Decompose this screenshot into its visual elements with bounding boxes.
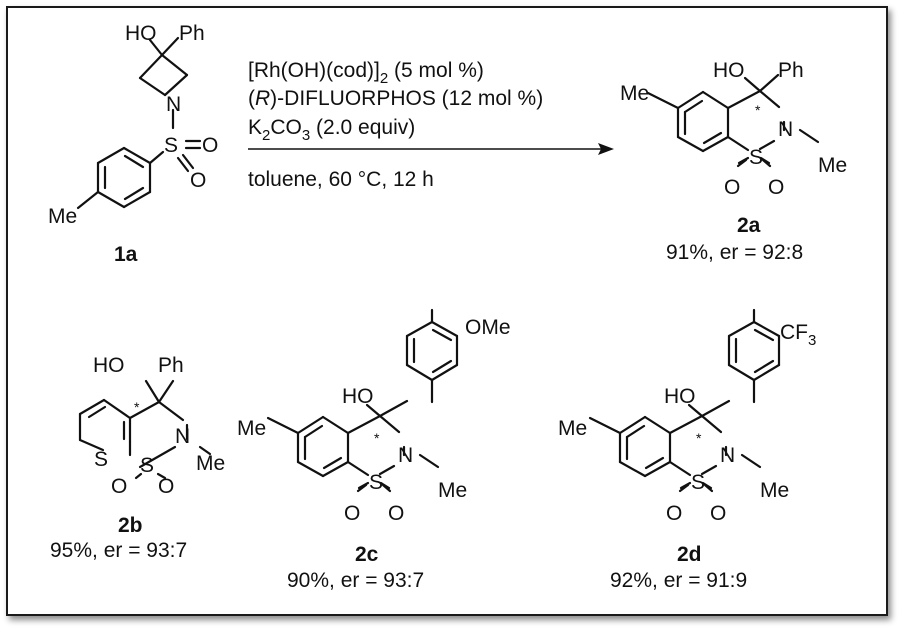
methyl-label: Me	[48, 205, 77, 228]
compound-id-2a: 2a	[737, 214, 761, 237]
oxygen-label: O	[724, 176, 740, 199]
methyl-label: Me	[438, 479, 467, 502]
ligand-line: (R)-DIFLUORPHOS (12 mol %)	[248, 87, 543, 110]
sulfur-label: S	[140, 454, 154, 477]
hydroxyl-label: HO	[93, 354, 125, 377]
reaction-conditions: [Rh(OH)(cod)]2 (5 mol %) (R)-DIFLUORPHOS…	[248, 59, 614, 191]
conditions-line: toluene, 60 °C, 12 h	[248, 168, 434, 191]
compound-result-2a: 91%, er = 92:8	[666, 241, 803, 264]
compound-2b-structure: HO Ph * S N S Me O O	[78, 354, 225, 498]
compound-id-2b: 2b	[118, 514, 143, 537]
base-line: K2CO3 (2.0 equiv)	[248, 116, 415, 144]
methyl-label: Me	[818, 154, 847, 177]
oxygen-label: O	[344, 502, 360, 525]
scheme-frame	[6, 6, 888, 616]
sulfur-label: S	[749, 146, 763, 169]
nitrogen-label: N	[166, 93, 181, 116]
compound-2d-structure: Me HO CF3 * N S Me O O	[558, 308, 816, 525]
sulfur-label: S	[369, 471, 383, 494]
compound-id-2d: 2d	[677, 543, 702, 566]
nitrogen-label: N	[778, 118, 793, 141]
compound-id-1a: 1a	[114, 243, 138, 266]
methyl-label: Me	[620, 82, 649, 105]
sulfur-label: S	[691, 471, 705, 494]
phenyl-label: Ph	[179, 22, 205, 45]
methyl-label: Me	[237, 417, 266, 440]
stereocenter-marker: *	[134, 399, 140, 415]
reaction-arrow-head	[598, 143, 614, 155]
phenyl-label: Ph	[778, 59, 804, 82]
methyl-label: Me	[760, 479, 789, 502]
methyl-label: Me	[558, 417, 587, 440]
methyl-label: Me	[196, 452, 225, 475]
hydroxyl-label: HO	[125, 22, 157, 45]
oxygen-label: O	[768, 176, 784, 199]
oxygen-label: O	[710, 502, 726, 525]
hydroxyl-label: HO	[664, 385, 696, 408]
stereocenter-marker: *	[374, 430, 380, 446]
nitrogen-label: N	[175, 425, 190, 448]
phenyl-label: Ph	[158, 354, 184, 377]
compound-1a-structure: HO Ph N S O O Me	[48, 22, 218, 228]
stereocenter-marker: *	[696, 430, 702, 446]
compound-2a-structure: Me HO Ph * N S Me O O	[620, 59, 847, 199]
nitrogen-label: N	[398, 444, 413, 467]
oxygen-label: O	[190, 169, 206, 192]
nitrogen-label: N	[720, 444, 735, 467]
hydroxyl-label: HO	[713, 59, 745, 82]
oxygen-label: O	[666, 502, 682, 525]
methoxy-label: OMe	[465, 316, 511, 339]
oxygen-label: O	[158, 475, 174, 498]
compound-id-2c: 2c	[355, 543, 379, 566]
compound-result-2b: 95%, er = 93:7	[50, 539, 187, 562]
oxygen-label: O	[111, 475, 127, 498]
stereocenter-marker: *	[755, 102, 761, 118]
compound-result-2c: 90%, er = 93:7	[287, 569, 424, 592]
compound-result-2d: 92%, er = 91:9	[610, 569, 747, 592]
oxygen-label: O	[202, 134, 218, 157]
oxygen-label: O	[388, 502, 404, 525]
compound-2c-structure: Me HO OMe * N S Me O O	[237, 308, 511, 525]
hydroxyl-label: HO	[342, 385, 374, 408]
sulfur-label: S	[164, 134, 178, 157]
sulfur-label: S	[94, 448, 108, 471]
catalyst-line: [Rh(OH)(cod)]2 (5 mol %)	[248, 59, 484, 87]
trifluoromethyl-label: CF3	[780, 321, 816, 349]
